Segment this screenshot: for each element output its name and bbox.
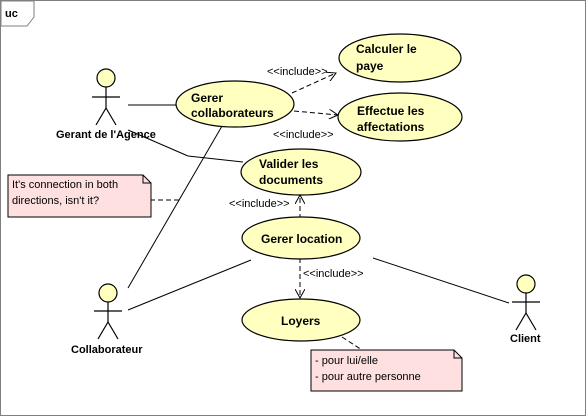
usecase-gerer-location[interactable]: Gerer location <box>241 216 361 260</box>
actor-gerant-head <box>96 68 116 88</box>
include-label-effectue: <<include>> <box>273 129 334 141</box>
usecase-gerer-collab-line2: collaborateurs <box>191 106 274 120</box>
assoc-gerant-valider-part2 <box>187 155 244 163</box>
note-loyers-line1: - pour lui/elle <box>315 355 378 367</box>
assoc-collab-gerer-location <box>127 259 252 311</box>
assoc-gerant-valider-part1 <box>127 129 189 157</box>
usecase-loyers-label: Loyers <box>281 314 321 328</box>
usecase-effectue-affectations[interactable]: Effectue les affectations <box>337 92 463 142</box>
frame-tag: uc <box>0 0 35 27</box>
frame-label: uc <box>5 8 18 20</box>
note-connection-line1: It's connection in both <box>12 179 118 191</box>
assoc-client-gerer-location <box>372 257 510 304</box>
usecase-calculer-line2: paye <box>356 59 384 73</box>
usecase-gerer-location-label: Gerer location <box>261 232 342 246</box>
include-effectue-line <box>293 111 338 115</box>
usecase-loyers[interactable]: Loyers <box>241 298 361 342</box>
usecase-gerer-collaborateurs[interactable]: Gerer collaborateurs <box>175 80 295 128</box>
usecase-valider-line2: documents <box>259 173 323 187</box>
include-calculer-line <box>291 73 336 94</box>
assoc-collab-gerer-collab <box>127 113 230 289</box>
actor-client[interactable] <box>512 274 540 331</box>
usecase-calculer-line1: Calculer le <box>356 42 417 56</box>
usecase-valider-line1: Valider les <box>259 157 319 171</box>
usecase-valider-documents[interactable]: Valider les documents <box>240 148 362 196</box>
usecase-gerer-collab-line1: Gerer <box>191 91 223 105</box>
usecase-calculer-paye[interactable]: Calculer le paye <box>338 33 462 83</box>
note-connection-line2: directions, isn't it? <box>12 195 99 207</box>
associations <box>127 104 510 311</box>
actor-collaborateur[interactable] <box>94 283 122 340</box>
note-anchor-loyers <box>341 336 363 351</box>
actor-client-label: Client <box>510 333 541 345</box>
actor-collaborateur-head <box>98 283 118 303</box>
usecase-effectue-line2: affectations <box>357 120 425 134</box>
note-loyers[interactable]: - pour lui/elle - pour autre personne <box>310 349 463 392</box>
actor-gerant[interactable] <box>92 68 120 126</box>
include-label-calculer: <<include>> <box>267 66 328 78</box>
include-label-loyers: <<include>> <box>303 268 364 280</box>
include-dependencies <box>150 73 363 351</box>
include-label-valider: <<include>> <box>229 198 290 210</box>
actor-client-head <box>516 274 536 294</box>
actor-gerant-label: Gerant de l'Agence <box>56 129 156 141</box>
usecase-effectue-line1: Effectue les <box>357 104 425 118</box>
note-connection[interactable]: It's connection in both directions, isn'… <box>7 174 152 218</box>
actor-collaborateur-label: Collaborateur <box>71 344 143 356</box>
note-loyers-line2: - pour autre personne <box>315 371 421 383</box>
